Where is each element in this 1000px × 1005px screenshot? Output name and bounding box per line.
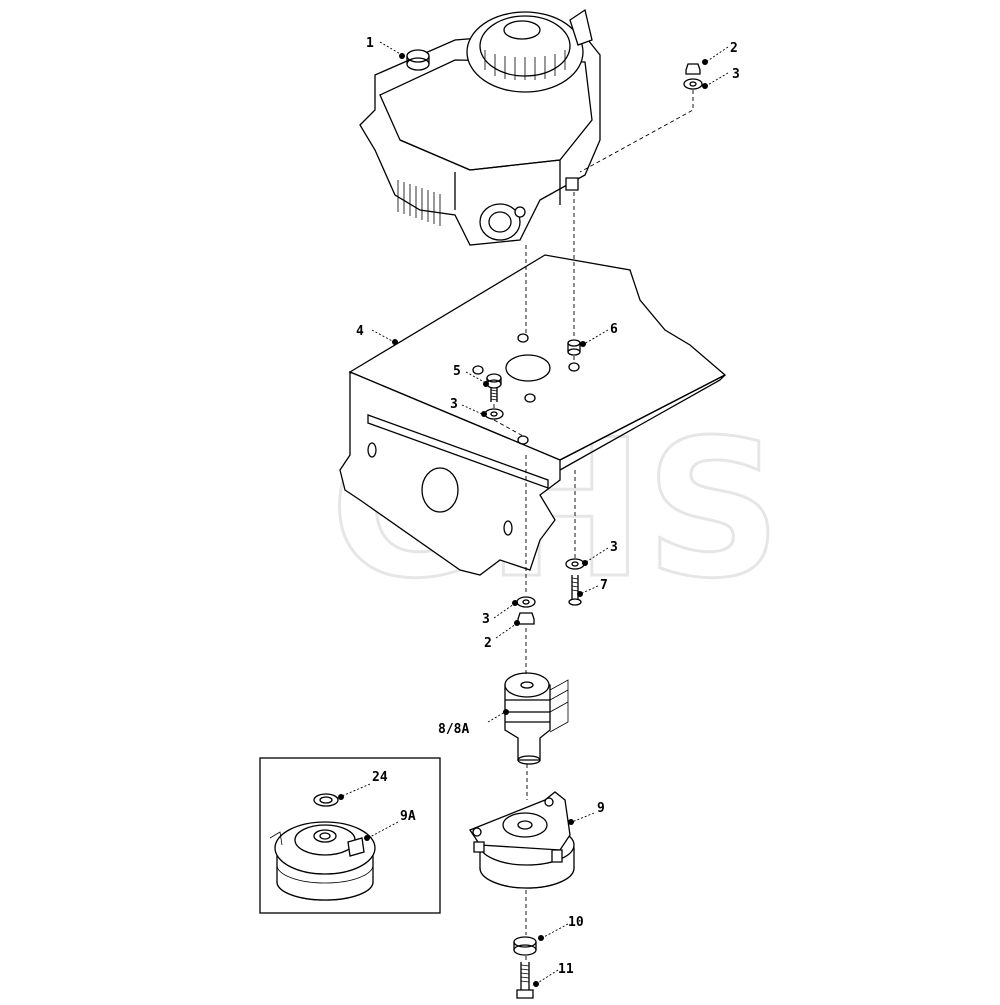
callout-3-top: 3 xyxy=(732,67,740,82)
callout-3-right: 3 xyxy=(610,540,618,555)
callout-4: 4 xyxy=(356,324,364,339)
callout-24: 24 xyxy=(372,770,388,785)
engine-deck-plate xyxy=(339,254,727,576)
callout-8-8a: 8/8A xyxy=(438,722,469,737)
washer-on-plate xyxy=(484,408,504,420)
inset-washer-24 xyxy=(313,793,339,807)
callout-labels: 1 2 3 4 6 5 3 3 7 3 2 8/8A 24 9A 9 10 11 xyxy=(356,36,740,977)
assembly-lines xyxy=(493,90,694,962)
spacer-part-10 xyxy=(513,936,537,956)
leader-lines xyxy=(341,41,729,985)
callout-5: 5 xyxy=(453,364,461,379)
callout-2-top: 2 xyxy=(730,41,738,56)
callout-9a: 9A xyxy=(400,809,416,824)
callout-3-plate: 3 xyxy=(450,397,458,412)
right-bolt-and-washer xyxy=(565,558,585,606)
callout-11: 11 xyxy=(558,962,574,977)
callout-1: 1 xyxy=(366,36,374,51)
callout-6: 6 xyxy=(610,322,618,337)
callout-10: 10 xyxy=(568,915,584,930)
center-washer-and-nut xyxy=(516,596,536,625)
callout-7: 7 xyxy=(600,578,608,593)
inset-clutch-9a xyxy=(269,821,376,901)
top-nut-and-washer xyxy=(683,63,703,90)
callout-2-center: 2 xyxy=(484,636,492,651)
bolt-part-11 xyxy=(516,962,534,999)
inset-box xyxy=(259,757,441,914)
clutch-assembly xyxy=(469,791,575,889)
spacer-part-6 xyxy=(567,339,581,356)
engine xyxy=(359,8,601,246)
callout-3-center: 3 xyxy=(482,612,490,627)
callout-9: 9 xyxy=(597,801,605,816)
callout-dots xyxy=(338,53,708,987)
pulley-assembly xyxy=(504,672,569,765)
